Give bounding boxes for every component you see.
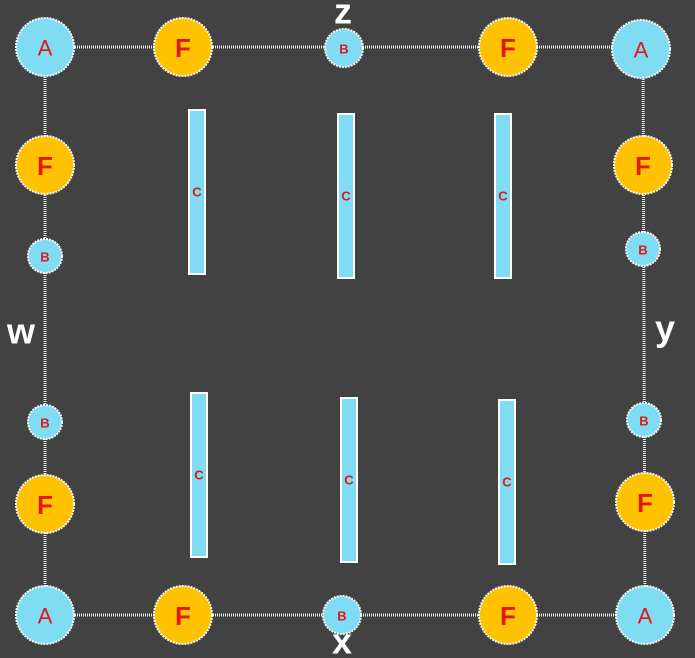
bar-top-1 <box>188 109 206 275</box>
left-edge-nodes: F B B F <box>15 135 75 534</box>
node-top-a-left <box>15 17 75 77</box>
node-left-b-bottom-label: B <box>40 416 49 431</box>
node-right-b-top <box>625 231 661 267</box>
node-right-f-top <box>613 135 673 195</box>
node-left-f-top <box>15 135 75 195</box>
node-top-b <box>324 28 364 68</box>
node-right-b-bottom <box>626 402 662 438</box>
node-bottom-f-right <box>478 585 538 645</box>
bar-bottom-3 <box>498 399 516 565</box>
node-left-b-top <box>27 238 63 274</box>
node-right-b-top-label: B <box>638 243 647 258</box>
bar-top-3 <box>494 113 512 279</box>
bar-bottom-1 <box>190 392 208 558</box>
node-top-a-right-label: A <box>634 38 649 63</box>
node-top-f-left <box>153 17 213 77</box>
bar-label-bottom-1: C <box>194 468 204 483</box>
node-bottom-f-left-label: F <box>175 601 191 631</box>
node-right-f-bottom <box>615 472 675 532</box>
node-top-b-label: B <box>339 42 348 57</box>
node-bottom-a-right <box>615 585 675 645</box>
side-labels: z x w y <box>6 0 675 658</box>
node-top-f-right <box>478 17 538 77</box>
bottom-edge-nodes: A F B F A <box>15 585 675 645</box>
bar-top-2 <box>337 113 355 279</box>
node-top-a-right <box>611 19 671 79</box>
node-top-f-left-label: F <box>175 33 191 63</box>
node-bottom-a-left-label: A <box>38 604 53 629</box>
bar-label-top-2: C <box>341 189 351 204</box>
bar-label-bottom-3: C <box>502 475 512 490</box>
side-label-left: w <box>6 311 36 352</box>
bar-bottom-2 <box>340 397 358 563</box>
node-left-f-top-label: F <box>37 151 53 181</box>
node-left-b-bottom <box>27 404 63 440</box>
node-bottom-b <box>322 595 362 635</box>
bar-label-bottom-2: C <box>344 473 354 488</box>
node-bottom-f-left <box>153 585 213 645</box>
bars: C C C C C C <box>188 109 516 565</box>
bar-label-top-3: C <box>498 189 508 204</box>
side-label-top: z <box>334 0 352 32</box>
node-bottom-a-left <box>15 585 75 645</box>
node-right-f-bottom-label: F <box>637 488 653 518</box>
right-edge-nodes: F B B F <box>613 135 675 532</box>
bar-label-top-1: C <box>192 185 202 200</box>
node-right-f-top-label: F <box>635 151 651 181</box>
node-right-b-bottom-label: B <box>639 414 648 429</box>
node-left-f-bottom-label: F <box>37 490 53 520</box>
node-left-f-bottom <box>15 474 75 534</box>
node-left-b-top-label: B <box>40 250 49 265</box>
node-bottom-f-right-label: F <box>500 601 516 631</box>
node-bottom-b-label: B <box>337 609 346 624</box>
side-label-bottom: x <box>332 621 352 658</box>
node-top-a-left-label: A <box>38 36 53 61</box>
node-top-f-right-label: F <box>500 33 516 63</box>
top-edge-nodes: A F B F A <box>15 17 671 79</box>
node-bottom-a-right-label: A <box>638 604 653 629</box>
side-label-right: y <box>655 308 675 349</box>
